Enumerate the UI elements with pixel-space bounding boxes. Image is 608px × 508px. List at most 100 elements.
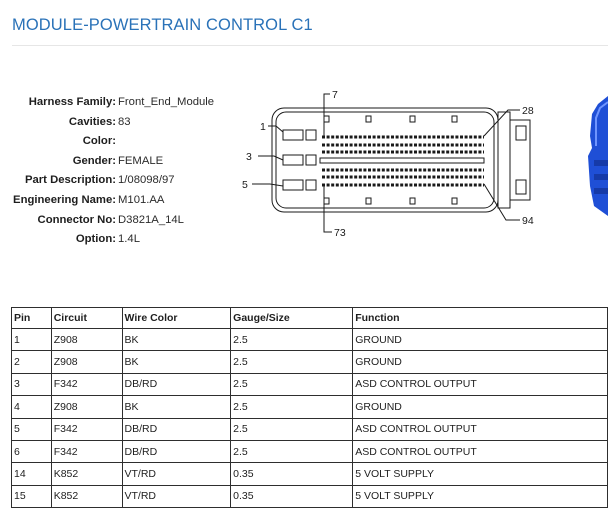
connector-housing-inner xyxy=(275,111,495,209)
callout-3: 3 xyxy=(246,151,252,163)
key-post xyxy=(323,115,330,123)
cell-pin: 14 xyxy=(11,462,52,486)
cell-wire-color: BK xyxy=(121,350,232,374)
property-gender: Gender: FEMALE xyxy=(0,152,240,172)
cell-wire-color: DB/RD xyxy=(121,417,232,441)
callout-1: 1 xyxy=(260,121,266,133)
leader-94 xyxy=(483,183,520,221)
power-contact-2 xyxy=(305,129,317,141)
cell-function: ASD CONTROL OUTPUT xyxy=(352,439,608,464)
cell-function: ASD CONTROL OUTPUT xyxy=(352,417,608,441)
cell-gauge: 0.35 xyxy=(230,462,354,486)
cell-gauge: 0.35 xyxy=(230,484,354,508)
key-post xyxy=(409,115,416,123)
cell-function: 5 VOLT SUPPLY xyxy=(352,484,608,508)
pin-rows-bottom xyxy=(322,168,484,187)
property-connector-no: Connector No: D3821A_14L xyxy=(0,211,240,231)
column-header-function: Function xyxy=(352,307,608,329)
property-value: 1.4L xyxy=(118,233,140,246)
cell-wire-color: DB/RD xyxy=(121,439,232,464)
power-contact-6 xyxy=(305,179,317,191)
cell-pin: 2 xyxy=(11,350,52,374)
leader-73 xyxy=(323,184,332,233)
cell-circuit: K852 xyxy=(50,462,123,486)
cell-circuit: F342 xyxy=(50,417,123,441)
leader-5 xyxy=(252,183,284,187)
cell-circuit: F342 xyxy=(50,372,123,397)
latch-tab-top xyxy=(515,125,527,141)
property-color: Color: xyxy=(0,132,240,152)
table-row: 5 F342 DB/RD 2.5 ASD CONTROL OUTPUT xyxy=(11,417,608,441)
table-row: 3 F342 DB/RD 2.5 ASD CONTROL OUTPUT xyxy=(11,372,608,397)
callout-73: 73 xyxy=(334,227,346,239)
property-label: Part Description: xyxy=(24,174,116,187)
property-label: Connector No: xyxy=(37,213,116,226)
cell-circuit: Z908 xyxy=(50,350,123,374)
power-contact-5 xyxy=(282,179,304,191)
cell-circuit: Z908 xyxy=(50,395,123,419)
cell-circuit: F342 xyxy=(50,439,123,464)
leader-3 xyxy=(258,155,284,161)
cell-wire-color: DB/RD xyxy=(121,372,232,397)
property-label: Cavities: xyxy=(68,115,116,128)
callout-28: 28 xyxy=(522,105,534,117)
key-post xyxy=(365,115,372,123)
cell-wire-color: BK xyxy=(121,327,232,352)
table-row: 6 F342 DB/RD 2.5 ASD CONTROL OUTPUT xyxy=(11,439,608,464)
power-contact-1 xyxy=(282,129,304,141)
leader-7 xyxy=(323,93,330,136)
cell-pin: 6 xyxy=(11,439,52,464)
property-value: 1/08098/97 xyxy=(118,174,175,187)
cell-wire-color: VT/RD xyxy=(121,484,232,508)
cell-gauge: 2.5 xyxy=(230,372,354,397)
property-value: FEMALE xyxy=(118,154,164,167)
cell-function: GROUND xyxy=(352,350,608,374)
latch-frame xyxy=(509,119,531,201)
cell-function: GROUND xyxy=(352,395,608,419)
column-header-circuit: Circuit xyxy=(50,307,123,329)
property-cavities: Cavities: 83 xyxy=(0,113,240,133)
property-value xyxy=(116,132,118,152)
connector-properties: Harness Family: Front_End_Module Cavitie… xyxy=(0,93,240,250)
property-value: Front_End_Module xyxy=(118,96,215,108)
pinout-table: Pin Circuit Wire Color Gauge/Size Functi… xyxy=(11,307,608,508)
property-value: M101.AA xyxy=(118,193,165,206)
cell-pin: 15 xyxy=(11,484,52,508)
cell-gauge: 2.5 xyxy=(230,417,354,441)
table-row: 2 Z908 BK 2.5 GROUND xyxy=(11,350,608,374)
property-label: Color: xyxy=(82,135,116,148)
cell-circuit: Z908 xyxy=(50,327,123,352)
callout-7: 7 xyxy=(332,89,338,101)
column-header-wire-color: Wire Color xyxy=(121,307,232,329)
key-post xyxy=(451,115,458,123)
cell-gauge: 2.5 xyxy=(230,439,354,464)
cell-gauge: 2.5 xyxy=(230,395,354,419)
table-row: 14 K852 VT/RD 0.35 5 VOLT SUPPLY xyxy=(11,462,608,486)
latch-tab-bottom xyxy=(515,179,527,195)
power-contact-3 xyxy=(282,154,304,166)
property-value: D3821A_14L xyxy=(118,213,184,226)
connector-face-diagram: 7 28 1 3 5 73 94 xyxy=(242,89,534,239)
center-divider xyxy=(319,157,485,164)
cell-pin: 5 xyxy=(11,417,52,441)
table-row: 15 K852 VT/RD 0.35 5 VOLT SUPPLY xyxy=(11,484,608,508)
property-value: 83 xyxy=(118,115,131,128)
callout-94: 94 xyxy=(522,215,534,227)
table-row: 1 Z908 BK 2.5 GROUND xyxy=(11,327,608,352)
cell-function: 5 VOLT SUPPLY xyxy=(352,462,608,486)
property-harness-family: Harness Family: Front_End_Module xyxy=(0,93,240,113)
cell-pin: 4 xyxy=(11,395,52,419)
cell-circuit: K852 xyxy=(50,484,123,508)
property-part-description: Part Description: 1/08098/97 xyxy=(0,171,240,191)
title-divider xyxy=(12,45,608,46)
key-post xyxy=(409,197,416,205)
cell-gauge: 2.5 xyxy=(230,327,354,352)
table-header-row: Pin Circuit Wire Color Gauge/Size Functi… xyxy=(11,307,608,329)
property-option: Option: 1.4L xyxy=(0,230,240,250)
cell-pin: 1 xyxy=(11,327,52,352)
latch-body xyxy=(497,111,511,209)
cell-wire-color: BK xyxy=(121,395,232,419)
cell-wire-color: VT/RD xyxy=(121,462,232,486)
cell-function: ASD CONTROL OUTPUT xyxy=(352,372,608,397)
connector-photo xyxy=(588,96,608,216)
